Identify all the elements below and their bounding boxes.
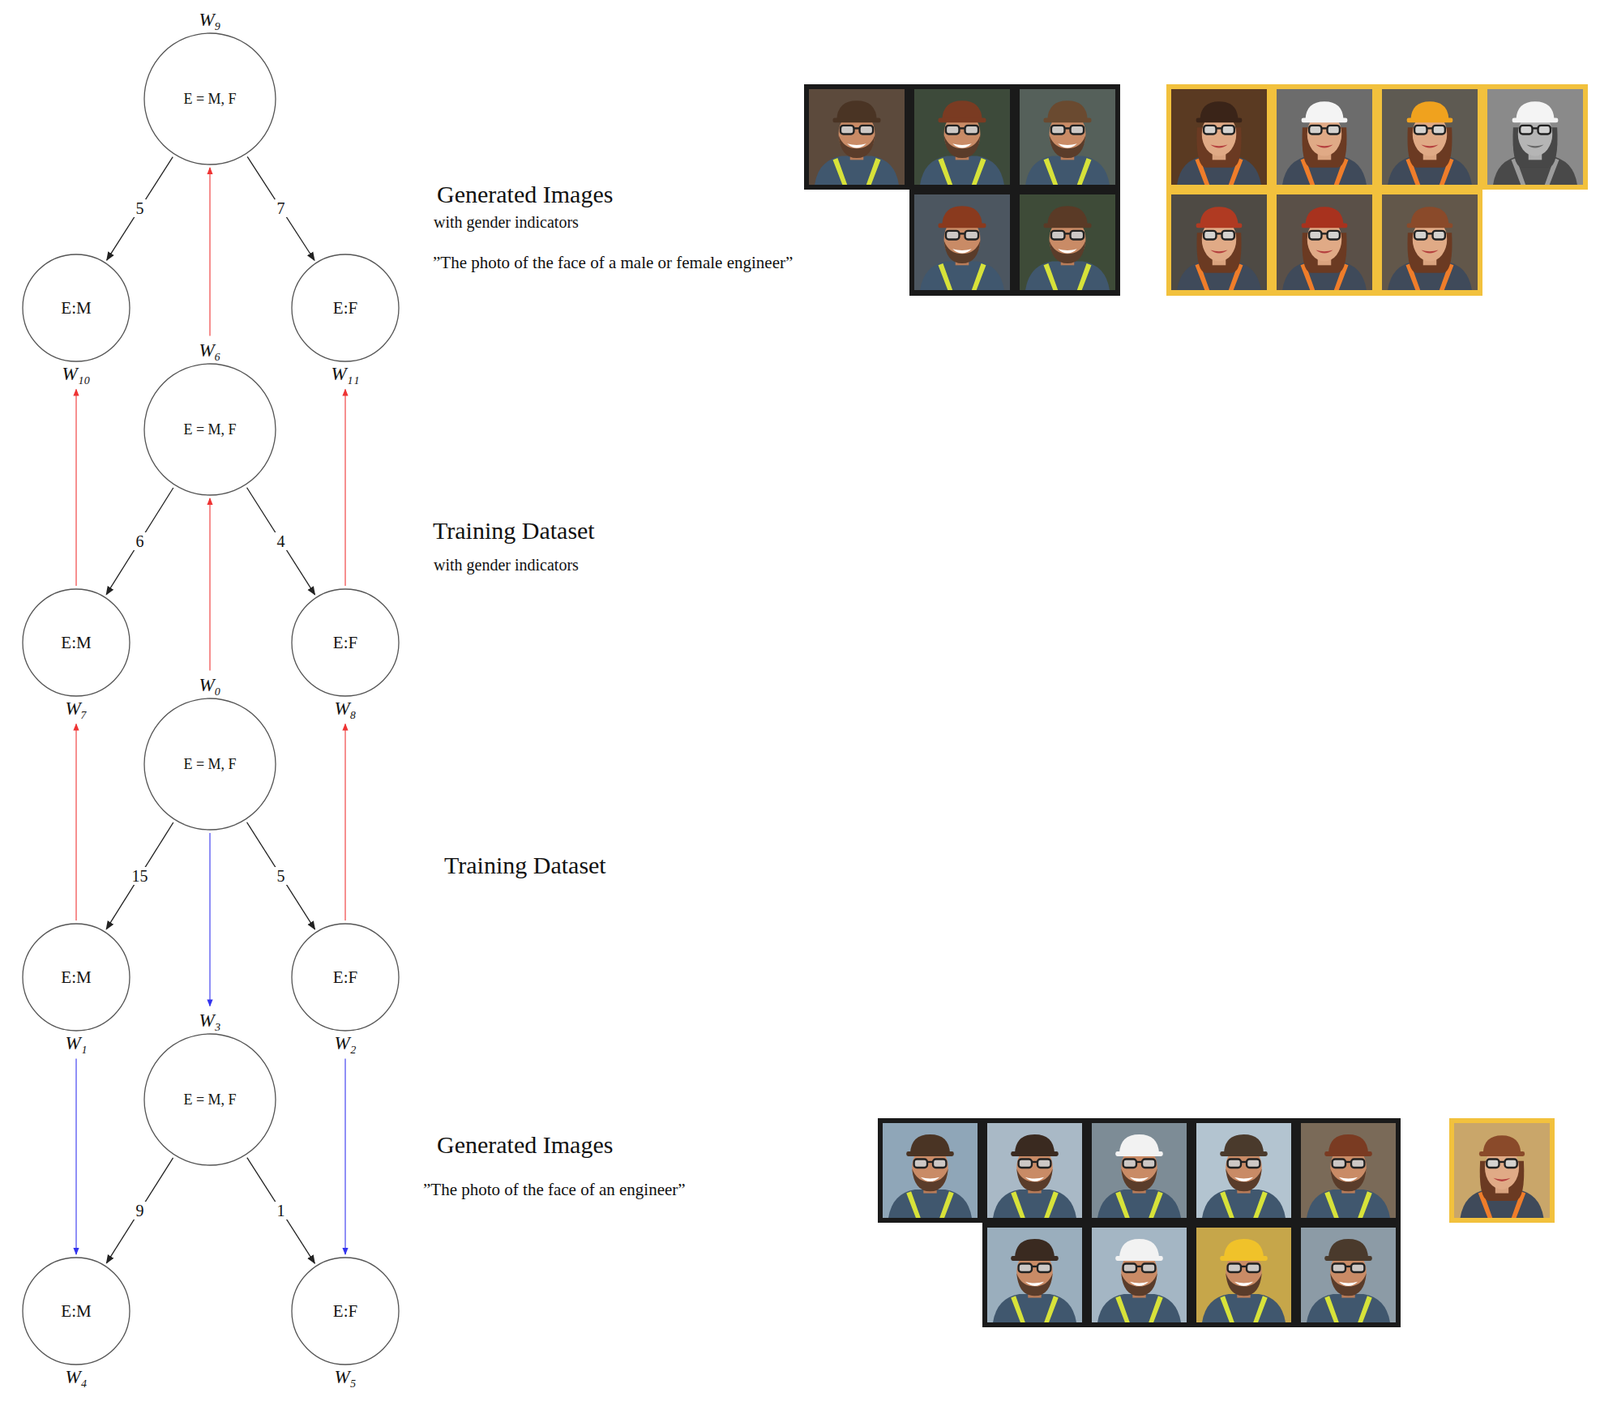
- engineer-photo: [1487, 89, 1583, 185]
- gender-circle: E:FW₅: [290, 1257, 400, 1366]
- weight-label: W₁₀: [61, 363, 90, 386]
- section-heading: Generated Images: [436, 180, 613, 210]
- count-label: 4: [274, 532, 288, 551]
- engineer-photo: [1300, 1227, 1396, 1323]
- gender-circle: E:FW₁₁: [290, 253, 400, 363]
- weight-label: W₅: [333, 1367, 356, 1389]
- arrow-connector: [344, 1058, 346, 1255]
- count-label: 7: [274, 199, 288, 218]
- engineer-photo: [1091, 1123, 1187, 1219]
- engineer-photo: [1019, 89, 1116, 185]
- photo-frame: [877, 1118, 1401, 1328]
- arrow-connector: [75, 1058, 77, 1255]
- weight-label: W₁: [64, 1033, 87, 1055]
- gender-circle: E:MW₇: [21, 588, 131, 698]
- engineer-photo: [882, 1123, 978, 1219]
- section-note: with gender indicators: [433, 213, 579, 232]
- weight-label: W₉: [198, 9, 221, 31]
- weight-label: W₀: [198, 675, 221, 697]
- node-text: E:M: [60, 298, 91, 318]
- engineer-photo: [1381, 89, 1478, 185]
- arrow-connector: [247, 1158, 315, 1264]
- section-heading: Generated Images: [436, 1131, 613, 1160]
- node-text: E:F: [333, 967, 358, 988]
- engineer-photo: [1300, 1123, 1396, 1219]
- engineer-photo: [1171, 89, 1267, 185]
- node-text: E:F: [333, 1301, 358, 1322]
- engineer-photo: [914, 194, 1010, 291]
- engineer-photo: [1196, 1227, 1292, 1323]
- section-note: ”The photo of the face of a male or fema…: [432, 252, 793, 273]
- count-label: 15: [129, 867, 151, 886]
- count-label: 6: [133, 532, 147, 551]
- node-text: E:M: [60, 633, 91, 653]
- photo-frame: [804, 84, 1121, 296]
- arrow-connector: [209, 498, 210, 672]
- node-text: E:M: [60, 1301, 91, 1322]
- node-text: E = M, F: [183, 90, 236, 108]
- weight-label: W₁₁: [330, 363, 360, 386]
- engineer-photo: [1381, 194, 1478, 291]
- engineer-photo: [987, 1123, 1083, 1219]
- arrow-connector: [106, 822, 174, 930]
- arrow-connector: [75, 389, 77, 587]
- engineer-photo: [1454, 1123, 1550, 1219]
- gender-circle: E:MW₁₀: [21, 253, 131, 363]
- engineer-photo: [1276, 194, 1373, 291]
- section-note: with gender indicators: [433, 556, 579, 575]
- node-text: E = M, F: [183, 1091, 236, 1109]
- count-label: 5: [132, 199, 146, 218]
- node-text: E = M, F: [183, 756, 236, 774]
- node-text: E:F: [333, 298, 358, 318]
- section-heading: Training Dataset: [444, 851, 607, 881]
- weight-label: W₄: [64, 1367, 87, 1389]
- gender-circle: E:MW₁: [21, 923, 131, 1032]
- arrow-connector: [247, 822, 316, 930]
- arrow-connector: [106, 487, 174, 595]
- engineer-photo: [1171, 194, 1267, 291]
- photo-frame: [1166, 84, 1588, 296]
- model-circle: W₆E = M, F: [143, 363, 277, 497]
- arrow-connector: [106, 157, 173, 261]
- weight-label: W₂: [333, 1033, 356, 1055]
- gender-circle: E:MW₄: [21, 1257, 131, 1366]
- arrow-connector: [106, 1158, 173, 1264]
- arrow-connector: [344, 723, 346, 921]
- node-text: E:F: [333, 633, 358, 653]
- gender-circle: E:FW₂: [290, 923, 400, 1032]
- model-circle: W₉E = M, F: [143, 32, 277, 166]
- section-note: ”The photo of the face of an engineer”: [423, 1180, 686, 1200]
- engineer-photo: [808, 89, 905, 185]
- section-heading: Training Dataset: [432, 517, 595, 546]
- weight-label: W₈: [333, 698, 356, 720]
- arrow-connector: [247, 156, 315, 261]
- count-label: 5: [274, 867, 288, 886]
- engineer-photo: [1091, 1227, 1187, 1323]
- engineer-photo: [1276, 89, 1373, 185]
- engineer-photo: [1196, 1123, 1292, 1219]
- arrow-connector: [209, 833, 210, 1007]
- engineer-photo: [914, 89, 1010, 185]
- weight-label: W₃: [198, 1010, 221, 1032]
- node-text: E = M, F: [183, 421, 236, 439]
- count-label: 9: [132, 1202, 146, 1220]
- weight-label: W₆: [198, 340, 221, 362]
- model-circle: W₃E = M, F: [143, 1033, 277, 1167]
- count-label: 1: [274, 1202, 288, 1220]
- engineer-photo: [1019, 194, 1116, 291]
- arrow-connector: [75, 723, 77, 921]
- weight-label: W₇: [64, 698, 87, 720]
- node-text: E:M: [60, 967, 91, 988]
- gender-circle: E:FW₈: [290, 588, 400, 698]
- photo-frame: [1449, 1118, 1555, 1224]
- arrow-connector: [247, 487, 316, 595]
- model-circle: W₀E = M, F: [143, 697, 277, 831]
- arrow-connector: [209, 167, 210, 337]
- engineer-photo: [987, 1227, 1083, 1323]
- arrow-connector: [344, 389, 346, 587]
